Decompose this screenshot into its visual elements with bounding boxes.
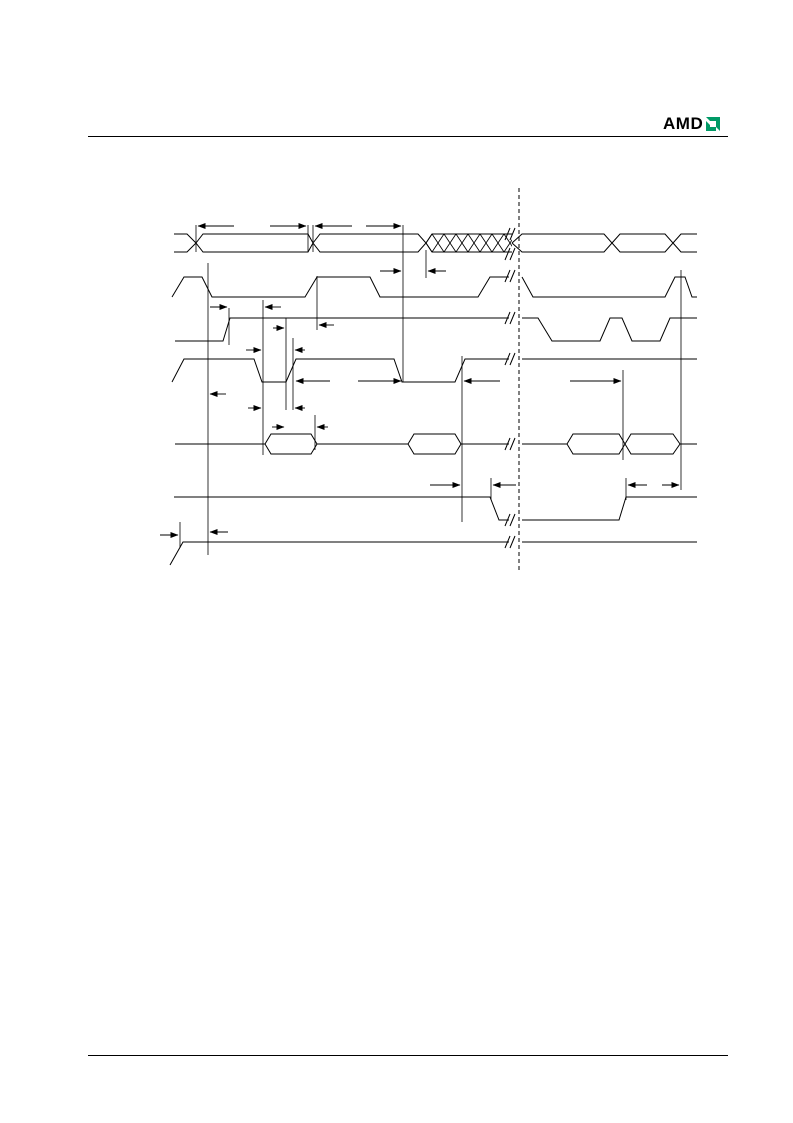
signal-we [171, 358, 697, 383]
signal-vcc [169, 541, 697, 566]
brand-text: AMD [663, 114, 704, 133]
break-markers [504, 227, 516, 549]
timing-arrows [160, 223, 680, 538]
header-rule [88, 136, 728, 137]
reference-lines [179, 225, 682, 555]
signal-ry-by [174, 496, 697, 521]
amd-logo: AMD [663, 114, 721, 134]
signal-address-bus [174, 233, 697, 253]
signal-data-bus [175, 433, 697, 455]
signal-ce [171, 276, 697, 298]
amd-arrow-logo-icon [706, 117, 721, 131]
signal-oe [175, 317, 697, 342]
footer-rule [88, 1055, 728, 1056]
